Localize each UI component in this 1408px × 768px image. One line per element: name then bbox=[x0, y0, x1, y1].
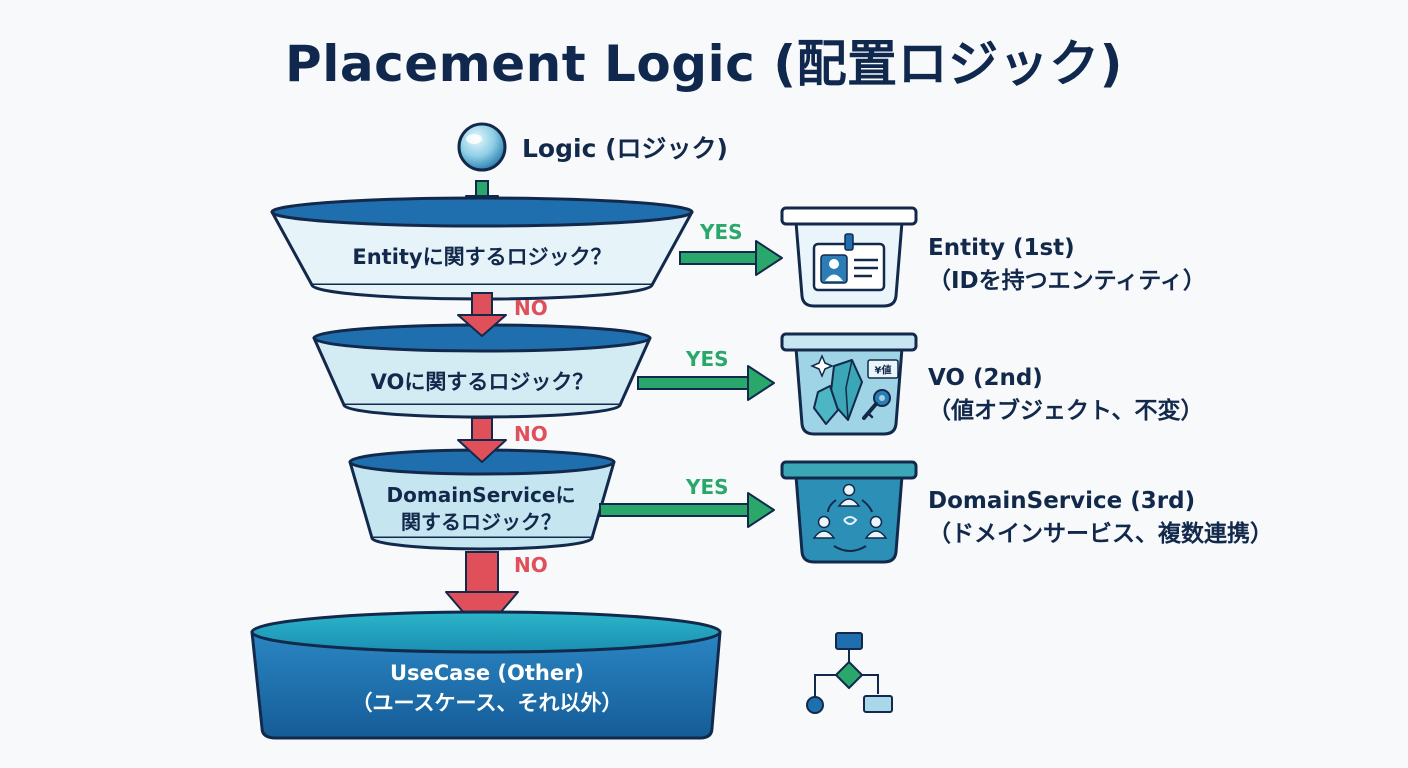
outcome-domain-service-desc: （ドメインサービス、複数連携） bbox=[928, 521, 1273, 548]
no-arrow-1 bbox=[457, 292, 507, 337]
question-domain-service-line1: DomainServiceに bbox=[386, 483, 576, 507]
funnel-band-vo bbox=[312, 323, 652, 419]
outcome-vo: VO (2nd) （値オブジェクト、不変） bbox=[928, 362, 1204, 429]
usecase-basin bbox=[250, 610, 722, 740]
no-label-1: NO bbox=[514, 296, 548, 320]
yes-label-3: YES bbox=[686, 475, 729, 499]
no-label-2: NO bbox=[514, 422, 548, 446]
value-tag-label: ¥値 bbox=[875, 364, 892, 377]
outcome-domain-service: DomainService (3rd) （ドメインサービス、複数連携） bbox=[928, 485, 1273, 552]
vo-box: ¥値 bbox=[780, 332, 918, 436]
entity-box bbox=[780, 206, 918, 308]
yes-label-2: YES bbox=[686, 347, 729, 371]
collaboration-icon bbox=[812, 483, 888, 552]
outcome-vo-desc: （値オブジェクト、不変） bbox=[928, 398, 1204, 425]
yes-label-1: YES bbox=[700, 220, 743, 244]
usecase-label-line2: （ユースケース、それ以外） bbox=[351, 691, 623, 716]
outcome-vo-name: VO (2nd) bbox=[928, 365, 1043, 391]
question-entity: Entityに関するロジック？ bbox=[352, 245, 612, 269]
question-domain-service-line2: 関するロジック？ bbox=[401, 510, 561, 534]
domain-service-box bbox=[780, 460, 918, 564]
value-tag-icon: ¥値 bbox=[867, 359, 899, 379]
usecase-label: UseCase (Other) （ユースケース、それ以外） bbox=[252, 658, 722, 719]
funnel-band-domain-service bbox=[348, 448, 616, 551]
crystal-icon bbox=[813, 359, 863, 425]
yes-arrow-1 bbox=[679, 240, 783, 276]
question-domain-service: DomainServiceに 関するロジック？ bbox=[356, 482, 606, 536]
outcome-entity-desc: （IDを持つエンティティ） bbox=[928, 268, 1206, 295]
key-icon bbox=[862, 389, 891, 420]
outcome-domain-service-name: DomainService (3rd) bbox=[928, 488, 1196, 514]
page-title: Placement Logic (配置ロジック) bbox=[285, 35, 1123, 93]
no-label-3: NO bbox=[514, 553, 548, 577]
logic-start-sphere bbox=[457, 122, 507, 172]
yes-arrow-2 bbox=[637, 365, 775, 401]
sparkle-icon bbox=[810, 354, 834, 378]
outcome-entity-name: Entity (1st) bbox=[928, 235, 1075, 261]
logic-start-label: Logic (ロジック) bbox=[522, 134, 728, 163]
id-card-icon bbox=[812, 233, 886, 292]
yes-arrow-3 bbox=[599, 492, 775, 528]
question-vo: VOに関するロジック？ bbox=[370, 370, 594, 394]
no-arrow-2 bbox=[457, 417, 507, 463]
usecase-label-line1: UseCase (Other) bbox=[389, 661, 585, 685]
flowchart-icon bbox=[806, 632, 893, 714]
outcome-entity: Entity (1st) （IDを持つエンティティ） bbox=[928, 232, 1206, 299]
